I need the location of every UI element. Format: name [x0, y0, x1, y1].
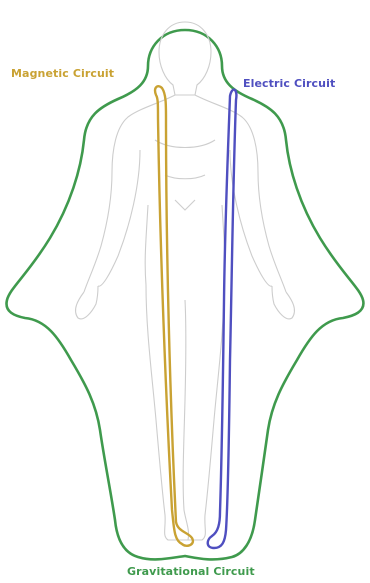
human-figure [76, 22, 295, 540]
left-hand-outline [76, 286, 98, 319]
hips-outline [145, 205, 225, 285]
inner-arms-outline [98, 150, 272, 286]
gravitational-circuit-line [6, 30, 363, 559]
gravitational-circuit-label: Gravitational Circuit [127, 565, 255, 578]
chest-detail [155, 140, 215, 210]
electric-circuit-line [208, 90, 237, 548]
right-hand-outline [272, 286, 294, 319]
magnetic-circuit-label: Magnetic Circuit [11, 67, 114, 80]
legs-outline [146, 285, 224, 540]
electric-circuit-label: Electric Circuit [243, 77, 335, 90]
torso-outline [84, 95, 286, 292]
